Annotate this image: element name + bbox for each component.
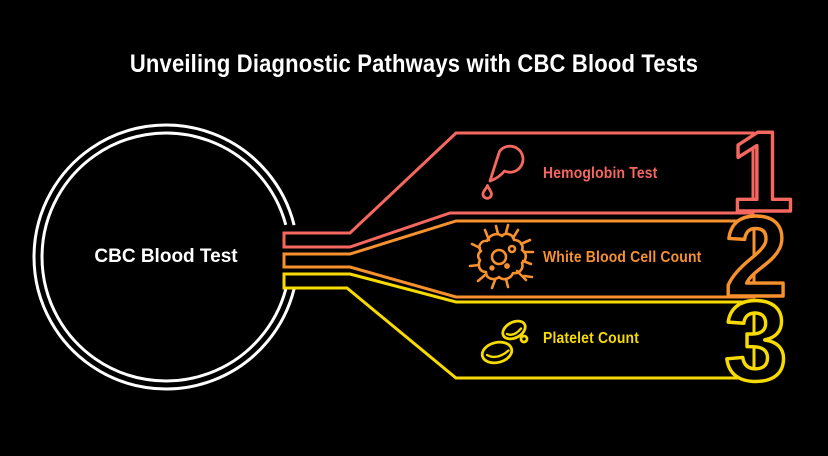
- branch-3: 3: [282, 272, 789, 407]
- branch-1-ribbon: [282, 131, 755, 249]
- branch-2-ribbon: [282, 219, 756, 299]
- cbc-circle-inner-ring: [40, 131, 288, 383]
- branch-3-ribbon: [282, 272, 756, 380]
- branch-2-label: White Blood Cell Count: [543, 249, 702, 266]
- branch-1-number: 1: [730, 109, 793, 236]
- branch-3-label: Platelet Count: [543, 330, 640, 347]
- platelets-icon: [480, 319, 529, 365]
- branch-2: 2: [282, 192, 789, 323]
- white-blood-cell-icon: [468, 223, 535, 290]
- cbc-circle-outer-ring: [32, 123, 296, 391]
- branch-1-label: Hemoglobin Test: [543, 165, 658, 182]
- branch-2-number: 2: [724, 194, 787, 321]
- cbc-circle-label: CBC Blood Test: [94, 246, 238, 267]
- branch-3-number: 3: [724, 278, 787, 405]
- blood-drop-icon: [481, 144, 525, 200]
- cbc-circle: [32, 123, 296, 391]
- branch-1: 1: [282, 107, 795, 249]
- page-title: Unveiling Diagnostic Pathways with CBC B…: [129, 50, 699, 78]
